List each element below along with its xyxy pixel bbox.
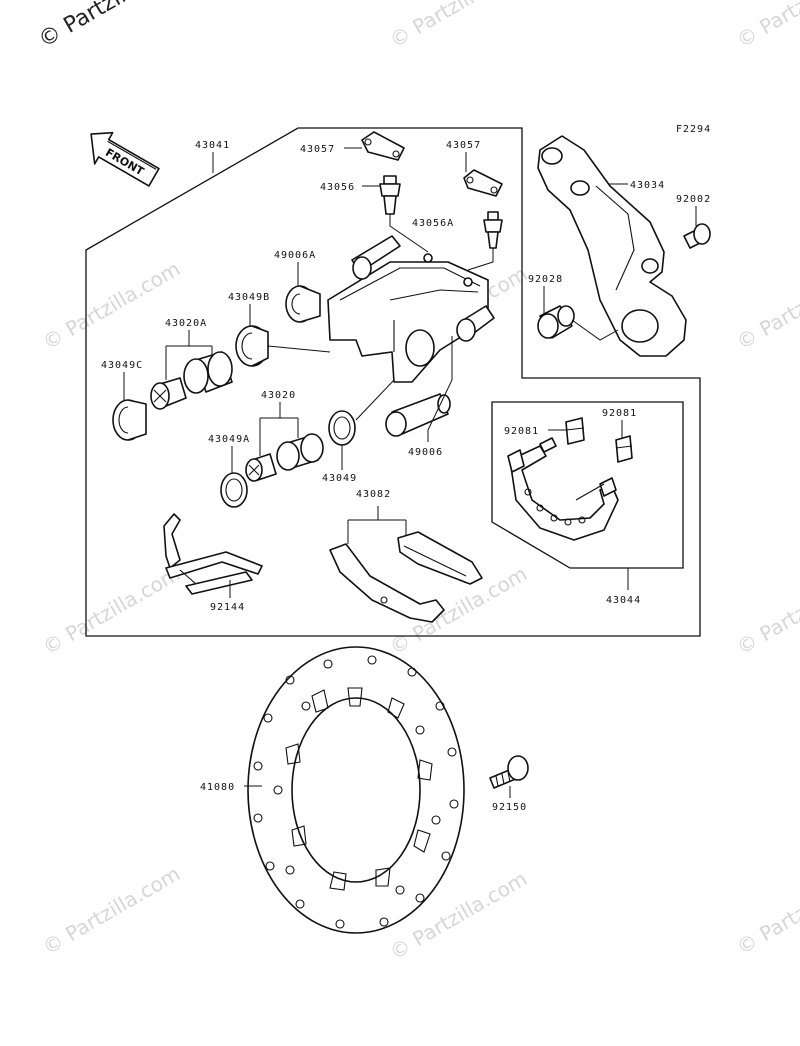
watermark-text: © Partzilla.com	[733, 0, 800, 52]
watermark-text: © Partzilla.com	[39, 561, 185, 659]
bolt-92002	[683, 223, 711, 249]
part-label-41080: 41080	[200, 782, 235, 793]
part-label-43057-a: 43057	[300, 144, 335, 155]
part-label-43082: 43082	[356, 489, 391, 500]
caliper-body	[327, 235, 495, 383]
valve-cap-43057-b	[463, 169, 503, 197]
part-label-92028: 92028	[528, 274, 563, 285]
seal-43049A	[220, 472, 248, 508]
part-label-43020: 43020	[261, 390, 296, 401]
disc-holes	[253, 655, 459, 929]
part-label-49006: 49006	[408, 447, 443, 458]
part-label-43034: 43034	[630, 180, 665, 191]
watermark-text: © Partzilla.com	[733, 561, 800, 659]
part-label-92150: 92150	[492, 802, 527, 813]
slide-pin-49006	[385, 393, 451, 437]
brake-disc-41080	[247, 646, 465, 934]
boot-49006A	[285, 285, 321, 323]
watermark-text: © Partzilla.com	[39, 861, 185, 959]
clip-92081-a	[565, 417, 585, 445]
part-label-43044: 43044	[606, 595, 641, 606]
caliper-bracket-43034	[537, 135, 687, 357]
support-bracket	[507, 437, 619, 541]
bushing-92028	[537, 305, 575, 339]
part-label-43049B: 43049B	[228, 292, 270, 303]
part-label-43049A: 43049A	[208, 434, 250, 445]
brake-pads-43082	[329, 531, 483, 623]
part-label-43020A: 43020A	[165, 318, 207, 329]
watermark-text: © Partzilla.com	[733, 861, 800, 959]
piston-43020A	[150, 351, 233, 410]
part-label-43049: 43049	[322, 473, 357, 484]
caliper-assembly-outline	[85, 127, 701, 637]
clip-92081-b	[615, 435, 633, 463]
part-label-92144: 92144	[210, 602, 245, 613]
part-label-92081-a: 92081	[504, 426, 539, 437]
watermark-text: © Partzilla.com	[386, 0, 532, 52]
part-label-43041: 43041	[195, 140, 230, 151]
seal-43049	[328, 410, 356, 446]
piston-43020	[245, 433, 324, 482]
part-label-49006A: 49006A	[274, 250, 316, 261]
part-label-43056A: 43056A	[412, 218, 454, 229]
valve-cap-43057-a	[361, 131, 405, 161]
part-label-92002: 92002	[676, 194, 711, 205]
bolt-92150	[489, 755, 529, 789]
watermark-corner: © Partzilla.com	[35, 0, 195, 53]
bleed-valve-43056	[379, 175, 401, 215]
figure-code: F2294	[676, 124, 711, 135]
part-label-43056: 43056	[320, 182, 355, 193]
part-label-43057-b: 43057	[446, 140, 481, 151]
disc-slots	[285, 687, 433, 891]
bleed-valve-43056A	[483, 211, 503, 249]
watermark-text: © Partzilla.com	[39, 256, 185, 354]
front-direction-arrow: FRONT	[90, 131, 160, 187]
part-label-92081-b: 92081	[602, 408, 637, 419]
part-label-43049C: 43049C	[101, 360, 143, 371]
seal-43049C	[112, 399, 147, 441]
seal-43049B	[235, 325, 269, 367]
pad-spring-92144	[163, 513, 263, 595]
watermark-text: © Partzilla.com	[733, 256, 800, 354]
